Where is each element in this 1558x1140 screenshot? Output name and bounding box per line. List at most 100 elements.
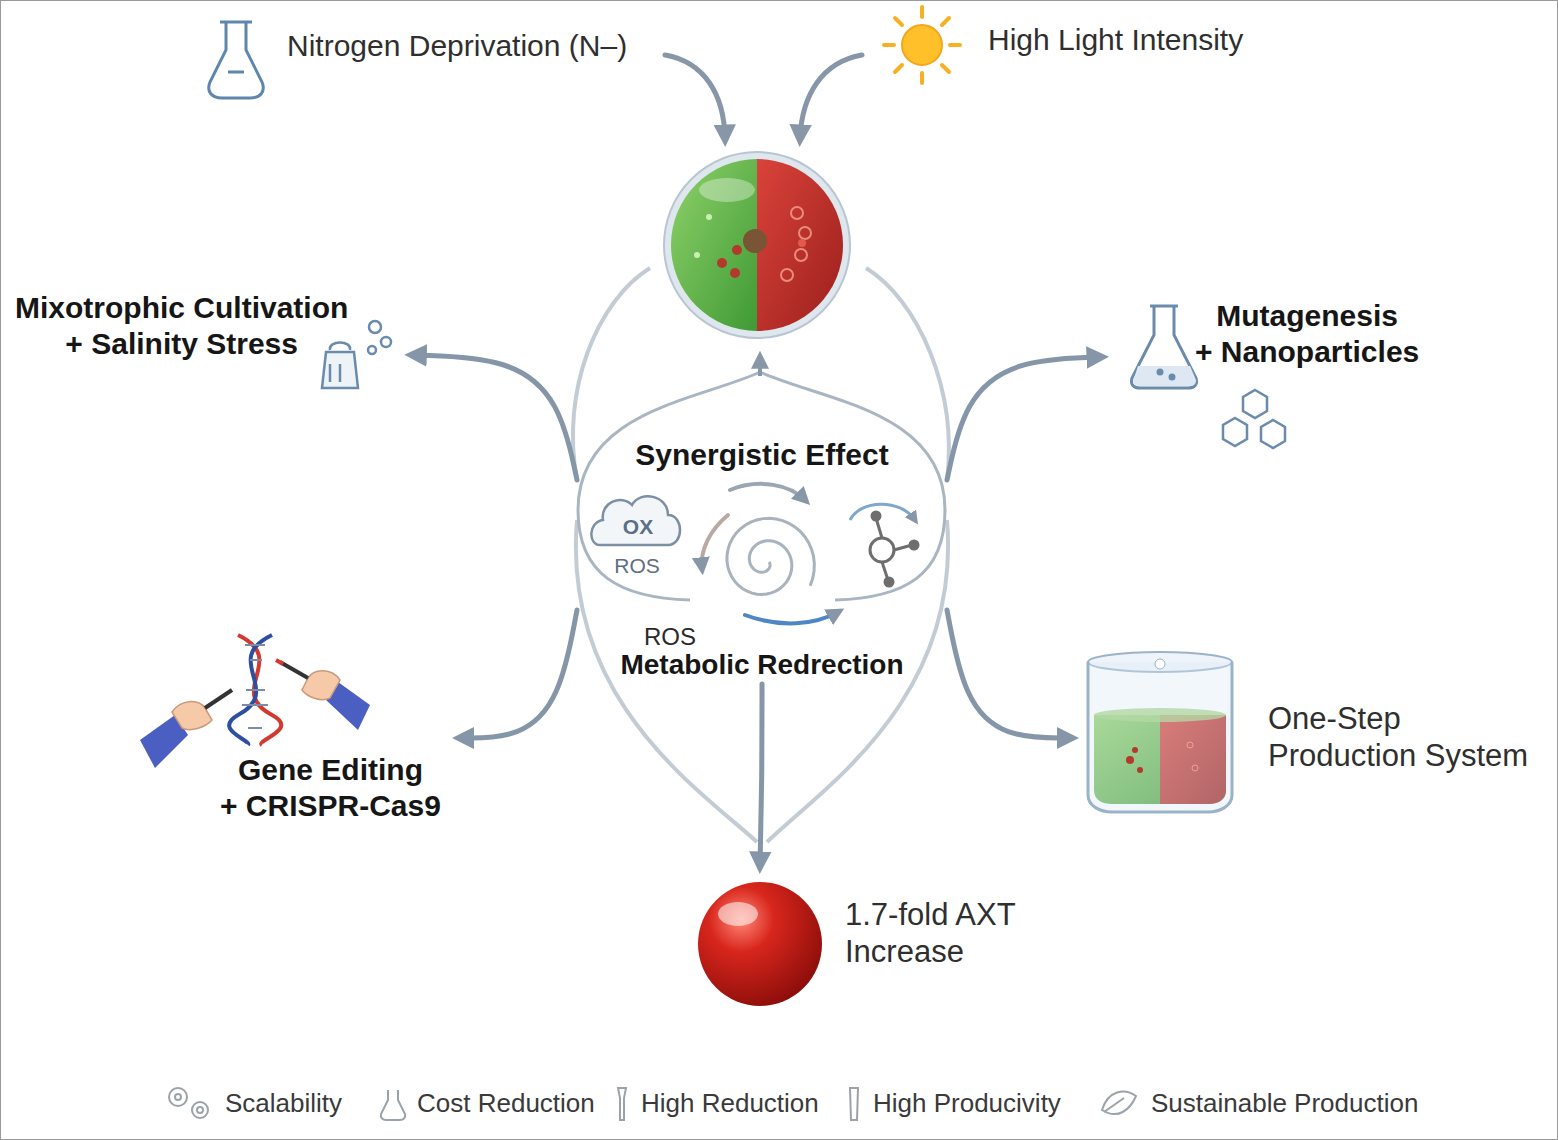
- symbol-label: ROS: [644, 623, 696, 651]
- salt-shaker-icon-part: [369, 321, 381, 333]
- legend-icons-part: [169, 1088, 187, 1106]
- spiral-arrows-part: [730, 484, 805, 500]
- salt-shaker-icon-part: [339, 364, 342, 382]
- text-line: Metabolic Redrection: [577, 648, 947, 682]
- algal-cell-part: [732, 245, 742, 255]
- lab-flask-icon-part: [1131, 306, 1196, 388]
- molecule-icon-part: [910, 541, 918, 549]
- sun-icon-part-part: [895, 18, 902, 25]
- text-line: + Nanoparticles: [1195, 334, 1419, 370]
- molecule-icon-part: [885, 578, 893, 586]
- synergy-loop-part: [760, 372, 945, 600]
- dna-gene-editing-illustration-part: [276, 660, 283, 664]
- bioreactor-beaker-part: [1137, 767, 1143, 773]
- text-line: Production System: [1268, 737, 1528, 774]
- flask-icon: [209, 22, 264, 98]
- flask-icon-part: [209, 22, 264, 98]
- dna-gene-editing-illustration-part-part: [248, 727, 262, 729]
- algal-cell-part: [798, 239, 806, 247]
- molecule-icon: [850, 504, 918, 586]
- factor-label: 1.7-fold AXT Increase: [845, 896, 1016, 970]
- dna-gene-editing-illustration-part: [280, 662, 308, 678]
- text-line: Gene Editing: [220, 752, 441, 788]
- spiral-symbol: [727, 518, 814, 594]
- factor-box: High Light Intensity: [988, 22, 1243, 58]
- nanoparticle-hexagons-part: [1223, 418, 1247, 446]
- bioreactor-beaker-part: [1126, 756, 1134, 764]
- legend-icons-part: [197, 1107, 203, 1113]
- spiral-arrows-part: [745, 612, 838, 623]
- dna-gene-editing-illustration-part-part: [246, 689, 265, 691]
- sun-icon-part: [902, 25, 942, 65]
- ros-cloud-part: [591, 496, 680, 545]
- flow-arrow: [461, 610, 577, 738]
- spiral-arrows-part: [702, 515, 728, 568]
- lab-flask-icon-part: [1170, 375, 1174, 379]
- flow-arrow: [413, 355, 577, 480]
- factor-box: Mutagenesis + Nanoparticles: [1100, 298, 1419, 370]
- bioreactor-beaker-part: [1132, 747, 1138, 753]
- flow-arrow: [947, 357, 1100, 480]
- factor-label: Mutagenesis + Nanoparticles: [1195, 298, 1419, 370]
- text-line: Nitrogen Deprivation (N–): [287, 28, 627, 64]
- algal-cell-part: [795, 249, 807, 261]
- algal-cell-part: [743, 229, 767, 253]
- sun-icon-part-part: [920, 73, 924, 83]
- benefit-label: Scalability: [225, 1088, 342, 1119]
- bioreactor-beaker-part: [1088, 662, 1232, 812]
- symbol-label: ROS: [614, 554, 660, 578]
- astaxanthin-sphere: [698, 882, 822, 1006]
- text-line: + Salinity Stress: [15, 326, 348, 362]
- bioreactor-beaker: [1088, 652, 1232, 812]
- astaxanthin-sphere-part: [718, 902, 758, 926]
- dna-gene-editing-illustration-part: [229, 635, 272, 745]
- factor-box: Gene Editing + CRISPR-Cas9: [210, 725, 461, 824]
- benefit-label: High Producivity: [873, 1088, 1061, 1119]
- text-line: Mixotrophic Cultivation: [15, 290, 348, 326]
- factor-label: Gene Editing + CRISPR-Cas9: [220, 752, 441, 824]
- flask-icon-part: [228, 71, 244, 74]
- algal-cell-part: [730, 268, 740, 278]
- salt-shaker-icon-part: [381, 337, 391, 347]
- flow-arrow: [760, 684, 762, 865]
- loop-to-cell-arrow: [758, 358, 762, 376]
- algal-cell-part: [781, 269, 793, 281]
- nanoparticle-hexagons-part: [1243, 390, 1267, 418]
- dna-gene-editing-illustration-part: [302, 671, 340, 700]
- dna-gene-editing-illustration-part: [238, 635, 281, 745]
- input-arrows: [665, 55, 862, 138]
- salt-shaker-icon: [322, 321, 391, 388]
- synergy-loop: [578, 372, 945, 600]
- dna-gene-editing-illustration-part-part: [245, 644, 265, 646]
- text-line: 1.7-fold AXT: [845, 896, 1016, 933]
- bioreactor-beaker-part: [1192, 765, 1198, 771]
- factor-label: One-Step Production System: [1268, 700, 1528, 774]
- legend-icons-part: [618, 1088, 626, 1120]
- legend-icons-part: [175, 1094, 181, 1100]
- sun-icon-part-part: [950, 43, 960, 47]
- salt-shaker-icon-part: [329, 364, 332, 382]
- flow-arrow: [947, 610, 1070, 738]
- synergy-loop-part: [578, 372, 760, 600]
- ros-cloud: [591, 496, 680, 545]
- lab-flask-icon-part: [1133, 366, 1196, 386]
- molecule-icon-part: [850, 504, 915, 520]
- dna-gene-editing-illustration: [140, 635, 370, 768]
- factor-label: High Light Intensity: [988, 22, 1243, 58]
- text-line: Increase: [845, 933, 1016, 970]
- lab-flask-icon: [1131, 306, 1196, 388]
- sun-icon-part-part: [895, 65, 902, 72]
- dna-gene-editing-illustration-part-part: [250, 659, 262, 661]
- text-line: High Light Intensity: [988, 22, 1243, 58]
- spiral-line: [727, 518, 814, 594]
- region-caption: Metabolic Redrection: [577, 648, 947, 682]
- symbol-label: OX: [623, 515, 653, 539]
- molecule-icon-part: [872, 512, 880, 520]
- algal-cell-part: [791, 207, 803, 219]
- astaxanthin-sphere-part: [698, 882, 822, 1006]
- factor-label: Nitrogen Deprivation (N–): [287, 28, 627, 64]
- algal-cell-part: [717, 258, 727, 268]
- lab-flask-icon-part: [1158, 370, 1162, 374]
- algal-cell: [664, 152, 850, 338]
